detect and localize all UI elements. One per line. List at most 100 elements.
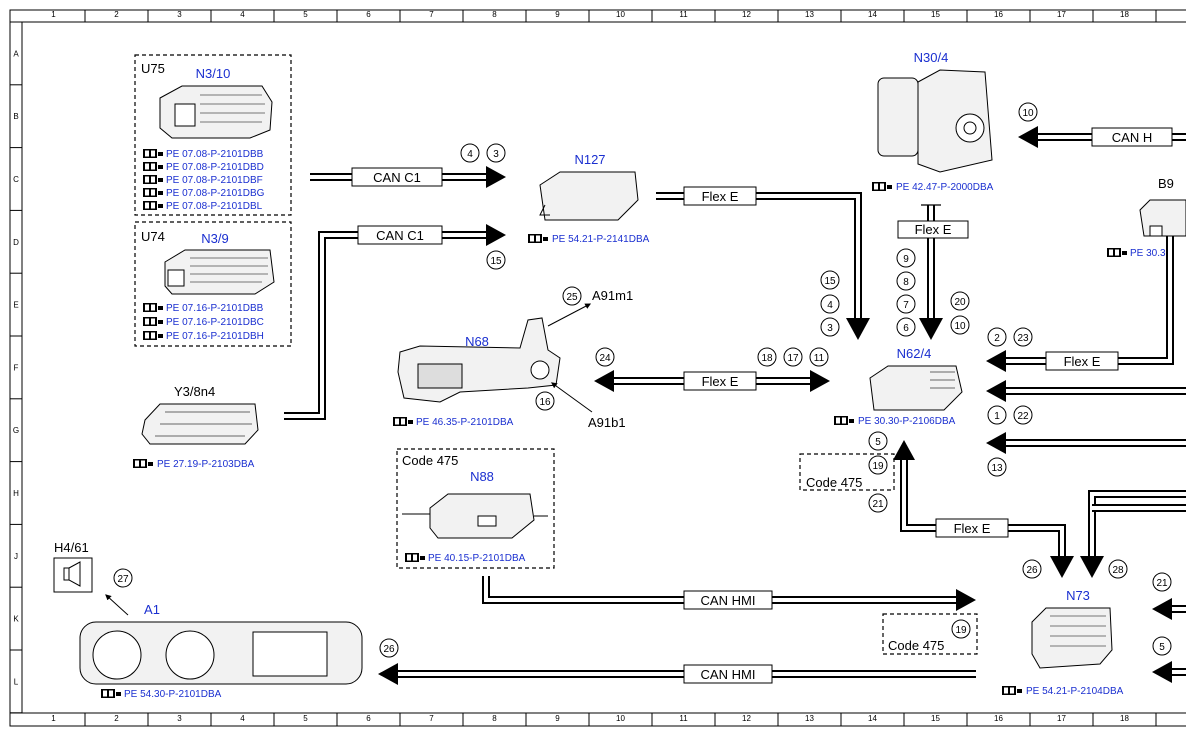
u74-label: U74 <box>141 229 165 244</box>
n3-9-label: N3/9 <box>201 231 228 246</box>
b9-component: B9 PE 30.3 <box>1107 176 1186 259</box>
h4-61-component: H4/61 <box>53 540 129 616</box>
circle-5: 5 <box>868 431 888 451</box>
a1-component: A1 PE 54.30-P-2101DBA <box>79 602 363 700</box>
flex-e-n68-label: Flex E <box>702 374 739 389</box>
grid-column-label: 13 <box>805 714 814 723</box>
circle-9: 9 <box>896 248 916 268</box>
u75-ref-4: PE 07.08-P-2101DBG <box>166 188 265 199</box>
svg-text:27: 27 <box>117 574 129 585</box>
svg-text:22: 22 <box>1017 411 1029 422</box>
n73-component: N73 PE 54.21-P-2104DBA <box>1002 588 1124 697</box>
svg-text:1: 1 <box>994 411 1000 422</box>
a1-ref: PE 54.30-P-2101DBA <box>124 689 222 700</box>
n73-ref: PE 54.21-P-2104DBA <box>1026 686 1124 697</box>
circle-20: 20 <box>950 291 970 311</box>
grid-column-label: 16 <box>994 10 1003 19</box>
code-475-box-a: Code 475 <box>799 453 895 491</box>
grid-columns: 1122334455667788991010111112121313141415… <box>51 10 1157 726</box>
svg-text:16: 16 <box>539 397 551 408</box>
u75-ref-list: PE 07.08-P-2101DBB PE 07.08-P-2101DBD PE… <box>143 149 265 212</box>
code-475-box-b: Code 475 <box>882 613 978 655</box>
arrowheads <box>378 126 1172 685</box>
grid-row-label: A <box>13 49 19 58</box>
n62-4-ref: PE 30.30-P-2106DBA <box>858 416 956 427</box>
grid-column-label: 13 <box>805 10 814 19</box>
circle-24: 24 <box>595 347 615 367</box>
n30-4-component: N30/4 PE 42.47-P-2000DBA <box>872 50 994 193</box>
grid-column-label: 16 <box>994 714 1003 723</box>
bus-labels: CAN C1 CAN C1 Flex E Flex E CAN H Flex E… <box>351 127 1173 684</box>
circle-7: 7 <box>896 294 916 314</box>
circle-19: 19 <box>951 619 971 639</box>
circle-27: 27 <box>113 568 133 588</box>
circle-11: 11 <box>809 347 829 367</box>
grid-row-label: K <box>13 615 19 624</box>
h4-61-label: H4/61 <box>54 540 89 555</box>
circle-28: 28 <box>1108 559 1128 579</box>
grid-column-label: 3 <box>177 714 182 723</box>
u74-ref-2: PE 07.16-P-2101DBC <box>166 317 264 328</box>
n88-label: N88 <box>470 469 494 484</box>
u75-ref-3: PE 07.08-P-2101DBF <box>166 175 263 186</box>
n30-4-label: N30/4 <box>914 50 949 65</box>
svg-text:10: 10 <box>954 321 966 332</box>
grid-column-label: 17 <box>1057 714 1066 723</box>
u75-label: U75 <box>141 61 165 76</box>
circle-23: 23 <box>1013 327 1033 347</box>
svg-text:21: 21 <box>872 499 884 510</box>
grid-column-label: 5 <box>303 714 308 723</box>
grid-column-label: 8 <box>492 10 497 19</box>
svg-text:4: 4 <box>827 300 833 311</box>
grid-row-label: J <box>14 552 18 561</box>
svg-text:9: 9 <box>903 254 909 265</box>
grid-column-label: 11 <box>679 10 688 19</box>
svg-text:10: 10 <box>1022 108 1034 119</box>
flex-e-n127-label: Flex E <box>702 189 739 204</box>
svg-text:13: 13 <box>991 463 1003 474</box>
circle-21: 21 <box>868 493 888 513</box>
svg-text:26: 26 <box>1026 565 1038 576</box>
circle-26: 26 <box>379 638 399 658</box>
grid-row-label: F <box>14 363 19 372</box>
grid-column-label: 5 <box>303 10 308 19</box>
svg-text:6: 6 <box>903 323 909 334</box>
grid-column-label: 10 <box>616 10 625 19</box>
grid-column-label: 17 <box>1057 10 1066 19</box>
a1-label: A1 <box>144 602 160 617</box>
svg-text:7: 7 <box>903 300 909 311</box>
grid-column-label: 7 <box>429 714 434 723</box>
circle-15: 15 <box>486 250 506 270</box>
grid-row-label: C <box>13 175 19 184</box>
n30-4-ref: PE 42.47-P-2000DBA <box>896 182 994 193</box>
u74-ref-3: PE 07.16-P-2101DBH <box>166 331 264 342</box>
circle-18: 18 <box>757 347 777 367</box>
svg-text:28: 28 <box>1112 565 1124 576</box>
grid-column-label: 2 <box>114 10 119 19</box>
svg-text:20: 20 <box>954 297 966 308</box>
grid-column-label: 6 <box>366 714 371 723</box>
circle-8: 8 <box>896 271 916 291</box>
svg-text:18: 18 <box>761 353 773 364</box>
svg-text:5: 5 <box>875 437 881 448</box>
b9-label: B9 <box>1158 176 1174 191</box>
circle-22: 22 <box>1013 405 1033 425</box>
circle-17: 17 <box>783 347 803 367</box>
circle-25: 25 <box>562 286 582 306</box>
circle-3: 3 <box>486 143 506 163</box>
grid-column-label: 15 <box>931 10 940 19</box>
circle-1: 1 <box>987 405 1007 425</box>
grid-row-label: H <box>13 489 19 498</box>
circle-5: 5 <box>1152 636 1172 656</box>
svg-text:2: 2 <box>994 333 1000 344</box>
grid-column-label: 12 <box>742 10 751 19</box>
u75-ref-5: PE 07.08-P-2101DBL <box>166 201 263 212</box>
grid-column-label: 15 <box>931 714 940 723</box>
svg-text:19: 19 <box>872 461 884 472</box>
grid-column-label: 8 <box>492 714 497 723</box>
circle-21: 21 <box>1152 572 1172 592</box>
grid-column-label: 10 <box>616 714 625 723</box>
can-c1-top-label: CAN C1 <box>373 170 421 185</box>
connection-numbers: 4 3 15 10 9 8 7 6 20 10 15 4 3 25 24 18 … <box>113 102 1172 658</box>
n3-10-label: N3/10 <box>196 66 231 81</box>
